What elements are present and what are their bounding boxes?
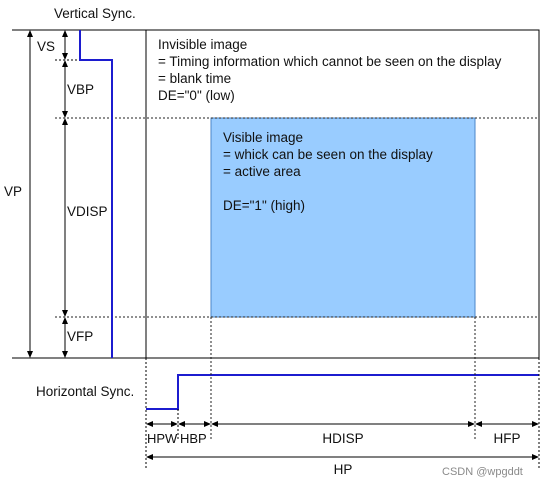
hp-label: HP <box>334 462 353 477</box>
hbp-arrow-left <box>178 421 185 427</box>
vertical-sync-title: Vertical Sync. <box>54 6 136 21</box>
hfp-label: HFP <box>494 431 521 446</box>
hdisp-label: HDISP <box>322 431 363 446</box>
hp-arrow-left <box>146 454 153 460</box>
hpw-arrow-left <box>146 421 153 427</box>
horizontal-sync-title: Horizontal Sync. <box>36 384 134 399</box>
hfp-arrow-left <box>475 421 482 427</box>
vfp-label: VFP <box>67 329 93 344</box>
frame-outline <box>145 29 540 359</box>
vbp-arrow-top <box>62 60 68 67</box>
vs-arrow-bottom <box>62 53 68 60</box>
vp-arrow-bottom <box>27 351 33 358</box>
vdisp-arrow-top <box>62 118 68 125</box>
hbp-label: HBP <box>180 431 207 446</box>
hfp-arrow-right <box>532 421 539 427</box>
vbp-arrow-bottom <box>62 111 68 118</box>
invisible-line-3: = blank time <box>158 71 231 86</box>
hpw-arrow-right <box>171 421 178 427</box>
vfp-arrow-bottom <box>62 351 68 358</box>
invisible-line-4: DE="0" (low) <box>158 88 235 103</box>
horizontal-sync-signal <box>146 374 539 410</box>
vdisp-arrow-bottom <box>62 310 68 317</box>
watermark: CSDN @wpgddt <box>442 466 523 478</box>
vs-label: VS <box>37 39 55 54</box>
invisible-line-1: Invisible image <box>158 37 247 52</box>
hdisp-arrow-left <box>211 421 218 427</box>
vdisp-label: VDISP <box>67 204 108 219</box>
hpw-label: HPW <box>147 431 178 446</box>
vp-label: VP <box>4 184 22 199</box>
vbp-label: VBP <box>67 82 94 97</box>
invisible-line-2: = Timing information which cannot be see… <box>158 54 502 69</box>
vp-arrow-top <box>27 30 33 37</box>
hp-arrow-right <box>532 454 539 460</box>
vfp-arrow-top <box>62 317 68 324</box>
visible-line-2: = whick can be seen on the display <box>223 147 433 162</box>
hbp-arrow-right <box>204 421 211 427</box>
visible-line-1: Visible image <box>223 130 303 145</box>
visible-line-5: DE="1" (high) <box>223 198 305 213</box>
visible-line-3: = active area <box>223 164 301 179</box>
vertical-sync-signal <box>79 30 113 358</box>
hdisp-arrow-right <box>468 421 475 427</box>
vs-arrow-top <box>62 30 68 37</box>
